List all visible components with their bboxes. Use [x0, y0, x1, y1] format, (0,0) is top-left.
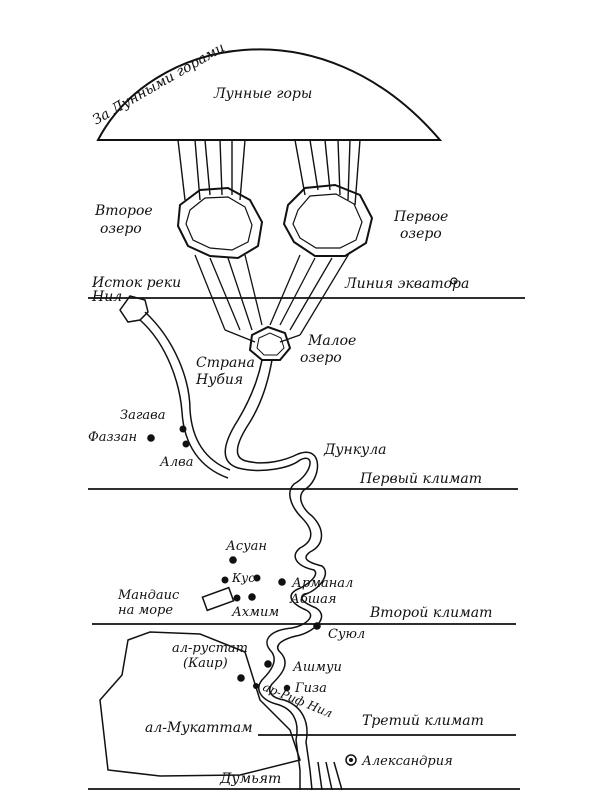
- label-akhmim: Ахмим: [231, 605, 279, 620]
- kus-right-dot: [253, 574, 261, 582]
- label-fazzan: Фаззан: [88, 430, 137, 445]
- label-zagava: Загава: [120, 408, 166, 423]
- second-lake: [176, 186, 264, 260]
- moon-mountains-dome: [96, 48, 443, 141]
- label-equator: Линия экватора: [344, 276, 469, 292]
- rustat-dot: [237, 674, 245, 682]
- label-second-lake-2: озеро: [100, 221, 142, 237]
- label-nubia-1: Страна: [196, 355, 255, 371]
- alexandria-marker: [345, 754, 357, 766]
- label-dumyat: Думьят: [219, 771, 281, 787]
- label-ashmui: Ашмуи: [292, 660, 342, 675]
- aswan-dot: [229, 556, 237, 564]
- label-alexandria: Александрия: [361, 754, 453, 769]
- label-aswan: Асуан: [225, 539, 267, 554]
- label-kus: Кус: [231, 571, 255, 585]
- mukattam-region: [99, 631, 301, 777]
- nile-source: [119, 295, 231, 479]
- kus-left-dot: [221, 576, 229, 584]
- label-nubia-2: Нубия: [195, 372, 243, 388]
- label-first-lake-1: Первое: [393, 209, 448, 225]
- label-second-climate: Второй климат: [369, 605, 492, 621]
- label-mandais-2: на море: [118, 603, 173, 618]
- label-giza: Гиза: [294, 681, 327, 696]
- label-first-lake-2: озеро: [400, 226, 442, 242]
- label-third-climate: Третий климат: [362, 713, 484, 729]
- first-lake: [282, 183, 374, 257]
- label-armanal: Арманал: [291, 576, 353, 591]
- abshaya-dot: [248, 593, 256, 601]
- label-rustat-2: (Каир): [183, 656, 228, 671]
- small-lake: [248, 325, 292, 361]
- label-small-lake-1: Малое: [307, 333, 356, 349]
- fazzan-dot: [147, 434, 155, 442]
- label-mandais-1: Мандаис: [117, 588, 180, 603]
- label-moon-mountains: Лунные горы: [213, 86, 312, 102]
- label-first-climate: Первый климат: [359, 471, 482, 487]
- city-markers: [147, 425, 321, 692]
- lake-channels: [194, 251, 351, 343]
- rif-dot: [253, 683, 259, 689]
- label-nile-source-1: Исток реки: [91, 275, 181, 291]
- equator-marker: [450, 277, 458, 285]
- suyul-dot: [313, 622, 321, 630]
- ashmui-dot: [264, 660, 272, 668]
- label-abshaya: Абшая: [289, 592, 336, 607]
- label-rustat-1: ал-рустат: [172, 641, 248, 656]
- label-nile-source-2: Нил: [91, 289, 122, 305]
- alexandria-marker-center: [349, 758, 353, 762]
- label-small-lake-2: озеро: [300, 350, 342, 366]
- giza-dot: [283, 684, 291, 692]
- mandais-rect: [201, 586, 235, 612]
- mountain-channels: [177, 139, 361, 206]
- akhmim-left-dot: [233, 594, 241, 602]
- label-mukattam: ал-Мукаттам: [145, 720, 253, 736]
- armanal-dot: [278, 578, 286, 586]
- alva-dot: [182, 440, 190, 448]
- label-second-lake-1: Второе: [94, 203, 153, 219]
- label-suyul: Суюл: [328, 627, 365, 642]
- label-dunkula: Дункула: [323, 442, 386, 458]
- label-beyond-moon-mountains: За Лунными горами: [90, 40, 228, 129]
- label-alva: Алва: [159, 455, 193, 470]
- zagava-dot: [179, 425, 187, 433]
- nile-river: [224, 359, 327, 771]
- nile-delta: [299, 761, 343, 791]
